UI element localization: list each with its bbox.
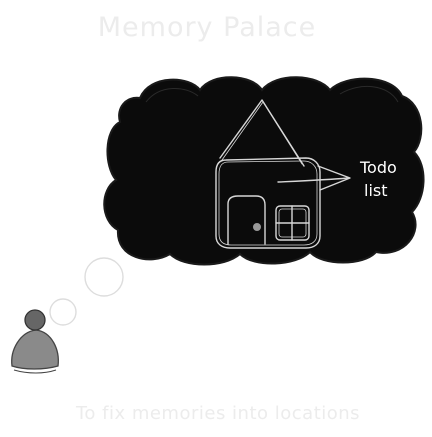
thought-cloud-icon: [103, 76, 425, 266]
todo-note-line-2: list: [364, 181, 388, 200]
thought-bubble-icon: [49, 257, 124, 326]
diagram-caption: To fix memories into locations: [75, 403, 360, 424]
diagram-title: Memory Palace: [98, 12, 317, 43]
house-icon: [215, 99, 321, 249]
person-icon: [11, 309, 59, 374]
todo-note-line-1: Todo: [359, 158, 397, 177]
arrow-icon: [277, 165, 351, 191]
